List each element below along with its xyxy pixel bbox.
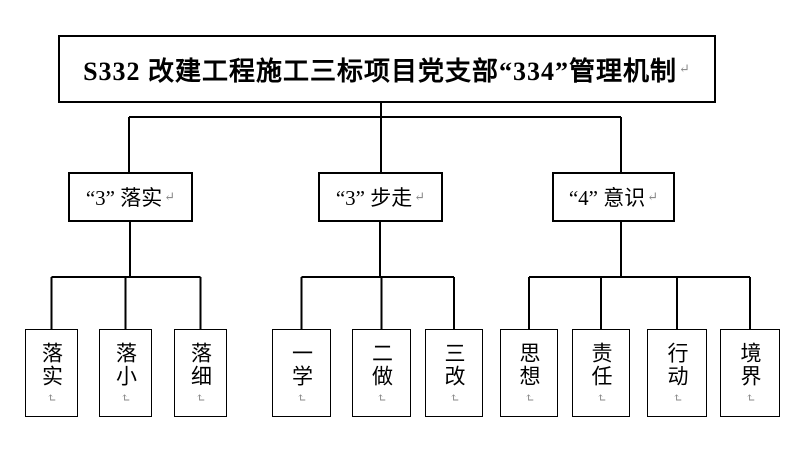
child-box-luoshi[interactable]: 落实 ↵ <box>25 329 78 417</box>
root-title-label: S332 改建工程施工三标项目党支部“334”管理机制 <box>83 56 678 86</box>
branch-label: “3” 步走 <box>335 186 413 210</box>
child-label: 一学 <box>289 341 314 388</box>
branch-label: “4” 意识 <box>568 186 646 210</box>
child-box-sixiang[interactable]: 思想 ↵ <box>500 329 558 417</box>
child-box-zeren[interactable]: 责任 ↵ <box>572 329 630 417</box>
return-mark-icon: ↵ <box>164 189 176 204</box>
child-box-erzuo[interactable]: 二做 ↵ <box>352 329 411 417</box>
connector-branch3-children <box>528 222 751 329</box>
connector-branch2-children <box>300 222 455 329</box>
return-mark-icon: ↵ <box>45 391 59 403</box>
branch-box-3-buzou[interactable]: “3” 步走 ↵ <box>318 172 443 222</box>
child-label: 思想 <box>517 341 542 388</box>
return-mark-icon: ↵ <box>295 391 309 403</box>
child-label: 责任 <box>589 341 614 388</box>
child-box-luoxiao[interactable]: 落小 ↵ <box>99 329 152 417</box>
child-box-xingdong[interactable]: 行动 ↵ <box>647 329 707 417</box>
child-label: 落实 <box>39 341 64 388</box>
return-mark-icon: ↵ <box>679 61 691 76</box>
return-mark-icon: ↵ <box>670 391 685 403</box>
child-label: 境界 <box>738 341 763 388</box>
return-mark-icon: ↵ <box>119 391 133 403</box>
child-label: 三改 <box>442 341 467 388</box>
child-label: 二做 <box>369 341 394 388</box>
child-label: 落细 <box>188 341 213 388</box>
return-mark-icon: ↵ <box>375 391 389 403</box>
return-mark-icon: ↵ <box>522 391 537 403</box>
return-mark-icon: ↵ <box>414 189 426 204</box>
child-box-sangai[interactable]: 三改 ↵ <box>425 329 483 417</box>
return-mark-icon: ↵ <box>594 391 609 403</box>
return-mark-icon: ↵ <box>194 391 208 403</box>
child-box-yixue[interactable]: 一学 ↵ <box>272 329 331 417</box>
connector-branch1-children <box>50 222 202 329</box>
child-label: 落小 <box>113 341 138 388</box>
child-label: 行动 <box>665 341 690 388</box>
return-mark-icon: ↵ <box>647 189 659 204</box>
child-box-luoxi[interactable]: 落细 ↵ <box>174 329 227 417</box>
branch-box-4-yishi[interactable]: “4” 意识 ↵ <box>552 172 675 222</box>
branch-box-3-luoshi[interactable]: “3” 落实 ↵ <box>68 172 193 222</box>
return-mark-icon: ↵ <box>447 391 462 403</box>
connector-root-to-branches <box>128 103 622 172</box>
return-mark-icon: ↵ <box>743 391 758 403</box>
root-title-box[interactable]: S332 改建工程施工三标项目党支部“334”管理机制 ↵ <box>58 35 716 103</box>
branch-label: “3” 落实 <box>85 186 163 210</box>
child-box-jingjie[interactable]: 境界 ↵ <box>720 329 780 417</box>
